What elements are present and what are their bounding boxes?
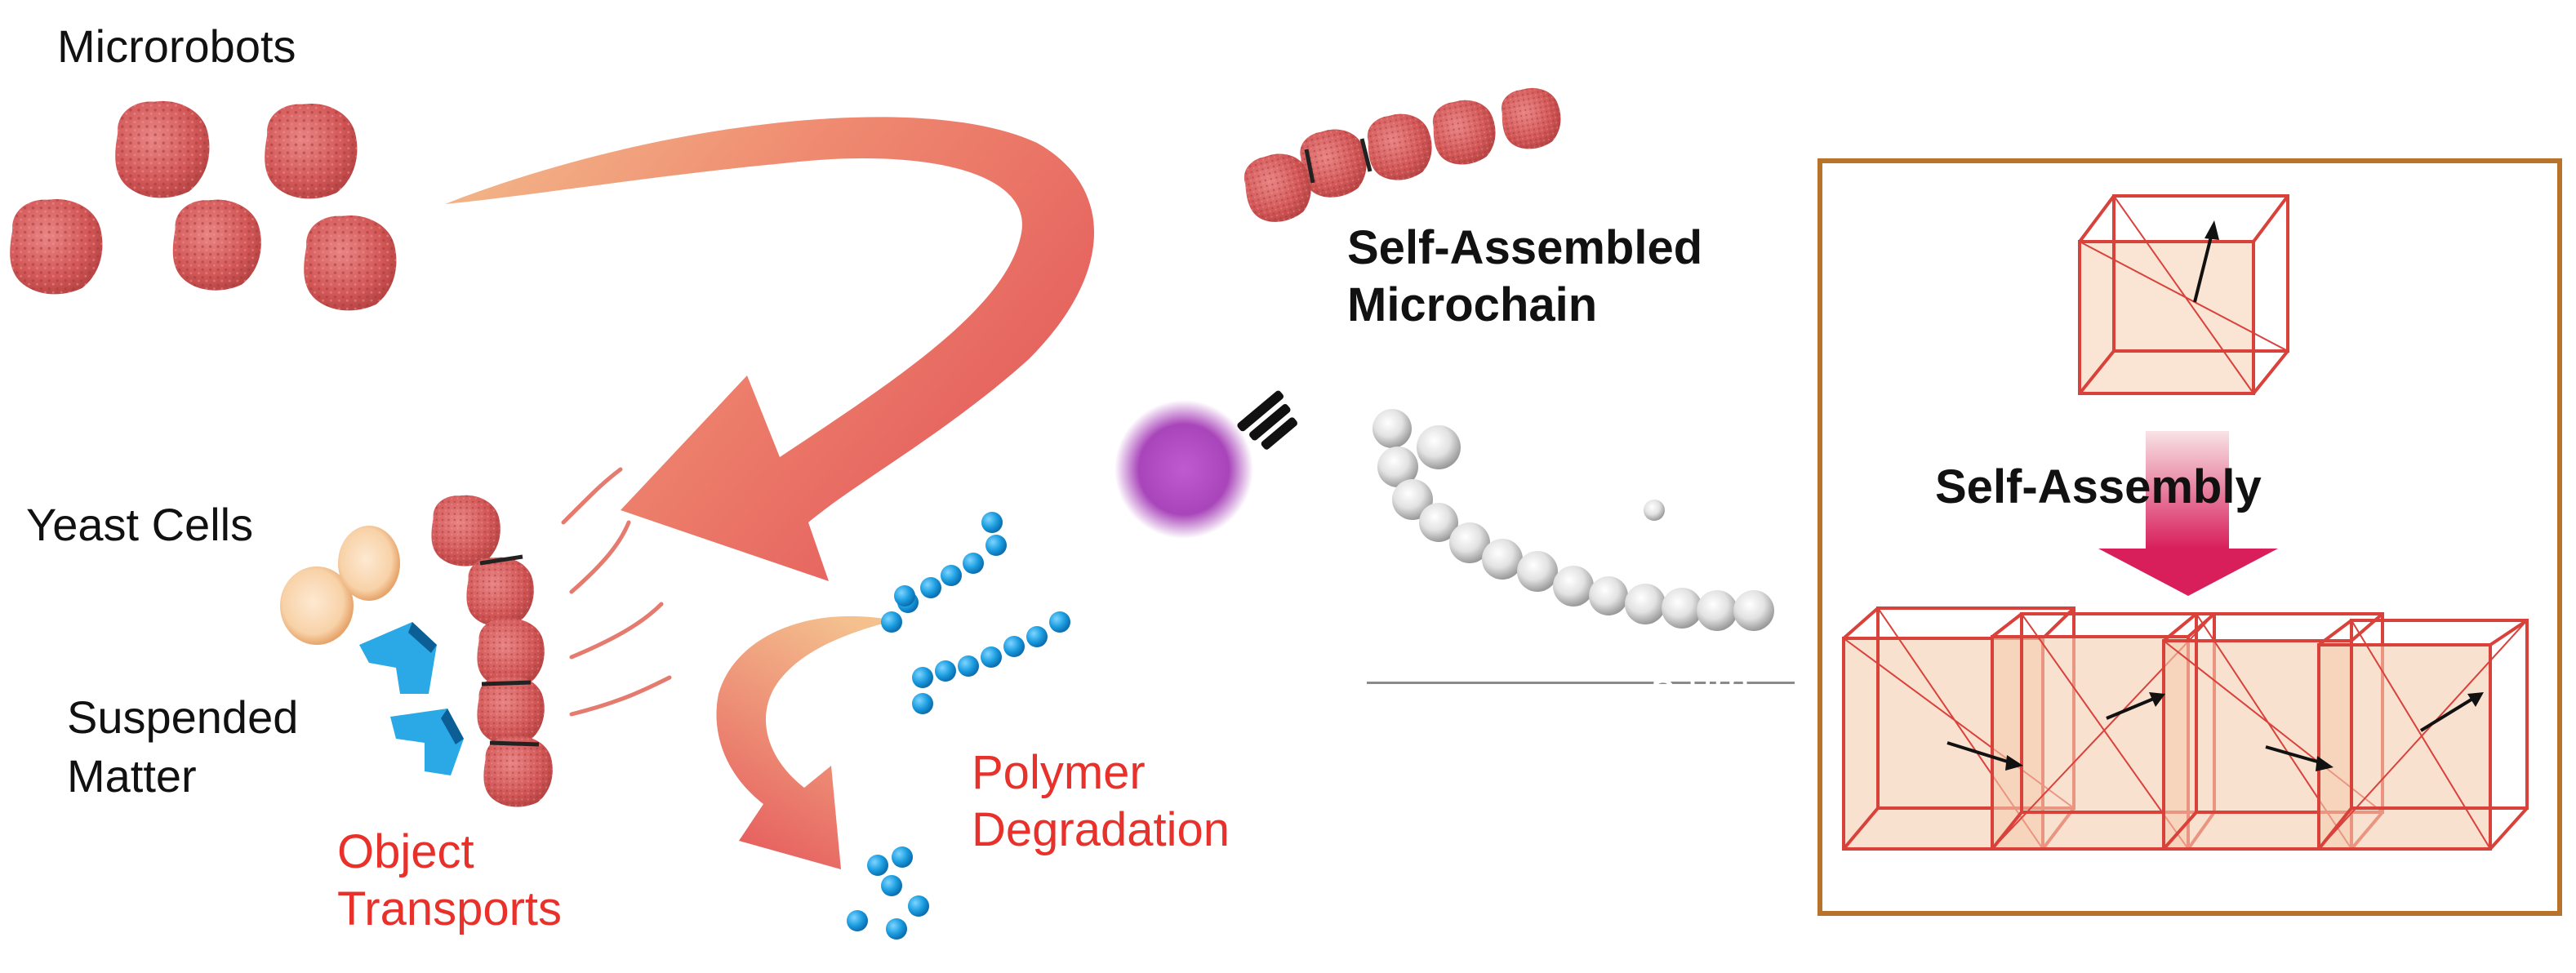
assembled-cubes (1842, 606, 2529, 851)
label-yeast-cells: Yeast Cells (26, 499, 254, 550)
label-microchain-2: Microchain (1347, 278, 1598, 331)
label-suspended-matter-2: Matter (67, 750, 197, 802)
single-cube (2078, 194, 2289, 395)
label-polymer-degradation-1: Polymer (972, 746, 1146, 799)
label-suspended-matter-1: Suspended (67, 691, 299, 743)
label-self-assembly: Self-Assembly (1935, 460, 2262, 513)
label-microrobots: Microrobots (57, 20, 296, 72)
light-bulb-icon (1114, 390, 1297, 539)
label-object-transports-2: Transports (337, 882, 563, 935)
yeast-cells (280, 526, 400, 645)
microrobot-group (10, 100, 397, 311)
degradation-arrow (716, 615, 894, 869)
transport-chain (431, 467, 672, 807)
assembly-arrow (445, 117, 1094, 582)
polymer-chains (881, 512, 1070, 714)
mechanism-panel (1817, 158, 2562, 916)
microrobot-chain-top (1238, 83, 1566, 229)
label-object-transports-1: Object (337, 825, 474, 878)
self-assembly-arrow (2098, 431, 2278, 596)
label-microchain-1: Self-Assembled (1347, 221, 1703, 274)
sem-microchain (1367, 409, 1795, 736)
suspended-matter (359, 622, 464, 775)
label-polymer-degradation-2: Degradation (972, 803, 1230, 856)
scale-bar-label: 5 μm (1651, 660, 1751, 709)
degraded-monomers (847, 846, 929, 940)
